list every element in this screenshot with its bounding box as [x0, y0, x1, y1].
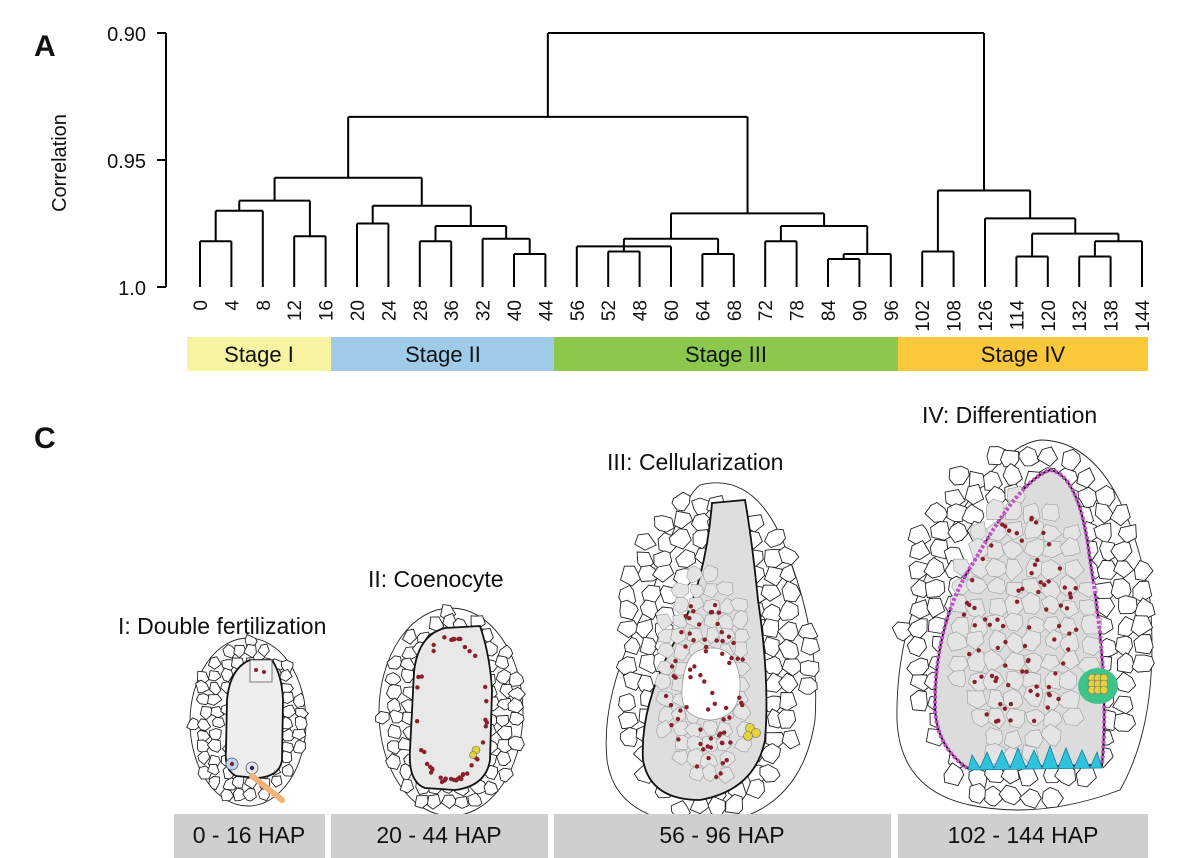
leaf-label: 120: [1039, 300, 1060, 332]
leaf-label: 68: [725, 300, 746, 321]
hap-label: 102 - 144 HAP: [948, 822, 1099, 848]
leaf-label: 44: [536, 300, 557, 322]
leaf-label: 20: [348, 300, 369, 321]
leaf-label: 84: [819, 300, 840, 322]
leaf-label: 138: [1102, 300, 1123, 332]
leaf-label: 96: [882, 300, 903, 321]
stage-label: Stage I: [224, 342, 294, 367]
leaf-label: 132: [1070, 300, 1091, 332]
leaf-label: 4: [222, 300, 243, 311]
hap-bars: 0 - 16 HAP 20 - 44 HAP 56 - 96 HAP 102 -…: [174, 814, 1148, 858]
leaf-label: 40: [505, 300, 526, 321]
leaf-label: 8: [254, 300, 275, 311]
seed-illustration-stage-4: [891, 439, 1156, 811]
leaf-label: 144: [1133, 300, 1154, 332]
stage-bar-segment: [187, 337, 331, 371]
leaf-label: 78: [788, 300, 809, 321]
y-tick-label: 1.0: [118, 278, 146, 300]
leaf-label: 90: [850, 300, 871, 321]
leaf-label: 102: [913, 300, 934, 332]
seed-illustration-stage-2: [375, 604, 526, 817]
leaf-label: 64: [693, 300, 714, 322]
leaf-label: 60: [662, 300, 683, 321]
leaf-label: 48: [631, 300, 652, 321]
leaf-label: 32: [474, 300, 495, 321]
stage-bar-segment: [554, 337, 898, 371]
stage-bar-segment: [898, 337, 1148, 371]
leaf-label: 28: [411, 300, 432, 321]
stage-bar-segment: [331, 337, 554, 371]
leaf-label: 108: [945, 300, 966, 332]
panel-c-letter: C: [34, 422, 56, 455]
hap-label: 0 - 16 HAP: [193, 822, 306, 848]
seed-illustration-stage-3: [605, 482, 821, 826]
leaf-label: 114: [1007, 300, 1028, 331]
stage-label: Stage IV: [981, 342, 1066, 367]
stage-bar: Stage I Stage II Stage III Stage IV: [187, 337, 1148, 371]
leaf-label: 12: [285, 300, 306, 321]
hap-label: 20 - 44 HAP: [376, 822, 501, 848]
stage-title: I: Double fertilization: [118, 613, 326, 639]
y-tick-label: 0.90: [107, 24, 146, 46]
hap-label: 56 - 96 HAP: [659, 822, 784, 848]
leaf-label: 72: [756, 300, 777, 321]
stage-title: IV: Differentiation: [922, 402, 1097, 428]
leaf-label: 52: [599, 300, 620, 321]
panel-a-letter: A: [34, 30, 56, 63]
leaf-label: 56: [568, 300, 589, 321]
seed-illustration-stage-1: [186, 633, 309, 807]
hap-bar: [554, 814, 891, 858]
hap-bar: [898, 814, 1148, 858]
leaf-label: 24: [379, 300, 400, 322]
stage-title: II: Coenocyte: [368, 566, 504, 592]
stage-label: Stage II: [405, 342, 481, 367]
y-axis: 0.90 0.95 1.0: [107, 24, 167, 300]
y-tick-label: 0.95: [107, 151, 146, 173]
y-axis-label: Correlation: [49, 114, 71, 212]
stage-title: III: Cellularization: [607, 449, 783, 475]
stage-label: Stage III: [685, 342, 767, 367]
leaf-label: 126: [976, 300, 997, 332]
leaf-label: 36: [442, 300, 463, 321]
leaf-label: 16: [317, 300, 338, 321]
hap-bar: [174, 814, 325, 858]
dendrogram: [199, 32, 1143, 287]
hap-bar: [331, 814, 548, 858]
leaf-label: 0: [191, 300, 212, 311]
